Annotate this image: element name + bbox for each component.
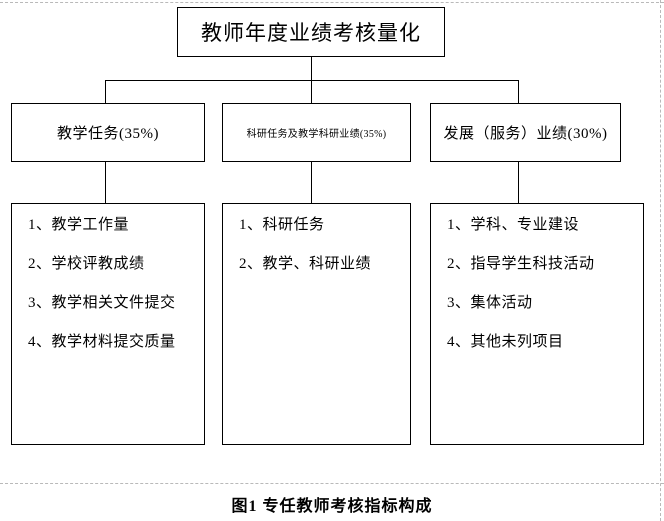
connector-category-2-to-detail bbox=[311, 162, 312, 203]
page-guide-bottom bbox=[0, 483, 664, 484]
list-item: 1、学科、专业建设 bbox=[447, 217, 580, 233]
node-category-research: 科研任务及教学科研业绩(35%) bbox=[222, 103, 411, 162]
list-item: 2、教学、科研业绩 bbox=[239, 256, 372, 272]
connector-root-stem bbox=[311, 57, 312, 81]
connector-category-1-to-detail bbox=[105, 162, 106, 203]
node-category-research-label: 科研任务及教学科研业绩(35%) bbox=[246, 129, 387, 140]
node-category-teaching: 教学任务(35%) bbox=[11, 103, 205, 162]
list-item: 1、科研任务 bbox=[239, 217, 325, 233]
list-item: 2、指导学生科技活动 bbox=[447, 256, 595, 272]
connector-category-3-to-detail bbox=[518, 162, 519, 203]
detail-box-development: 1、学科、专业建设 2、指导学生科技活动 3、集体活动 4、其他未列项目 bbox=[430, 203, 644, 445]
connector-drop-3 bbox=[518, 80, 519, 103]
node-category-teaching-label: 教学任务(35%) bbox=[57, 126, 159, 142]
node-category-development-label: 发展（服务）业绩(30%) bbox=[443, 126, 608, 142]
list-item: 3、教学相关文件提交 bbox=[28, 295, 176, 311]
node-root: 教师年度业绩考核量化 bbox=[177, 7, 445, 57]
list-item: 1、教学工作量 bbox=[28, 217, 130, 233]
connector-drop-1 bbox=[105, 80, 106, 103]
node-category-development: 发展（服务）业绩(30%) bbox=[430, 103, 621, 162]
page-guide-right bbox=[660, 0, 661, 521]
figure-caption: 图1 专任教师考核指标构成 bbox=[231, 498, 433, 515]
list-item: 3、集体活动 bbox=[447, 295, 533, 311]
list-item: 4、其他未列项目 bbox=[447, 334, 564, 350]
connector-drop-2 bbox=[311, 80, 312, 103]
detail-box-teaching: 1、教学工作量 2、学校评教成绩 3、教学相关文件提交 4、教学材料提交质量 bbox=[11, 203, 205, 445]
list-item: 2、学校评教成绩 bbox=[28, 256, 145, 272]
detail-box-research: 1、科研任务 2、教学、科研业绩 bbox=[222, 203, 411, 445]
list-item: 4、教学材料提交质量 bbox=[28, 334, 176, 350]
page-guide-top bbox=[0, 2, 664, 3]
node-root-label: 教师年度业绩考核量化 bbox=[201, 21, 421, 45]
